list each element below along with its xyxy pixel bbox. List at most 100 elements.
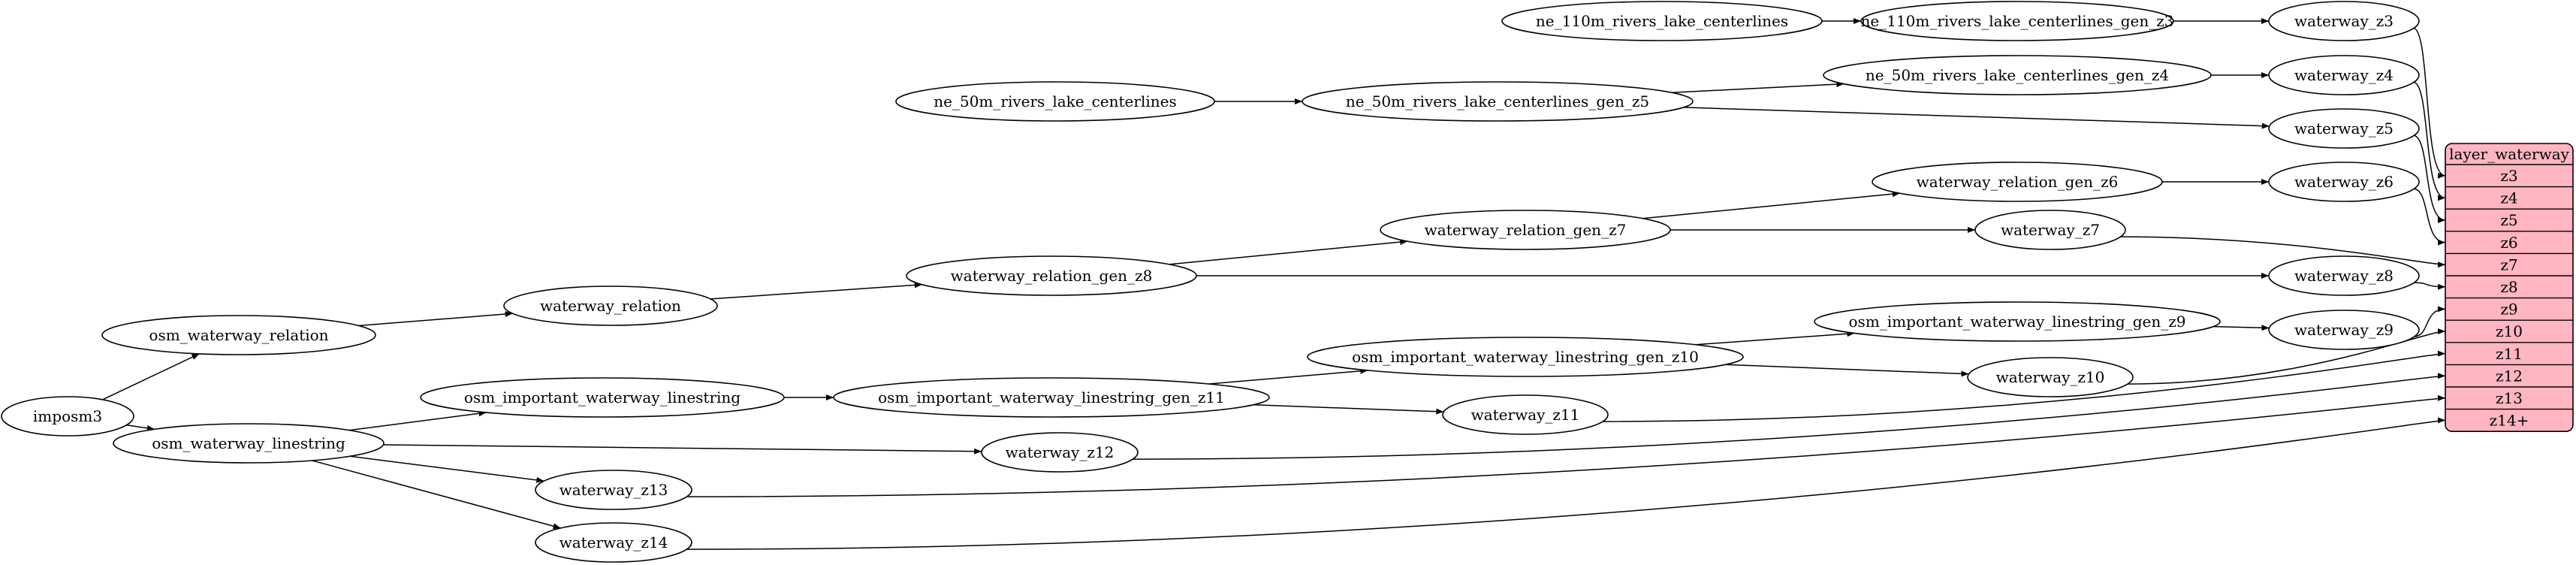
- node-label: waterway_z7: [2001, 221, 2100, 239]
- node-label: waterway_z10: [1996, 368, 2105, 386]
- edge-wz4-to-layer-waterway-z4: [2412, 81, 2446, 201]
- edge-ne50g5-to-ne50g4: [1671, 81, 1845, 94]
- edge-wz10-to-layer-waterway-z10: [2126, 328, 2446, 385]
- edge-wz13-to-layer-waterway-z13: [685, 394, 2446, 497]
- edge-owl-to-wz14: [312, 460, 561, 530]
- edge-oiwlg11-to-oiwlg10: [1208, 367, 1368, 385]
- node-label: waterway_z11: [1471, 406, 1580, 424]
- node-waterway-relation: waterway_relation: [503, 286, 718, 326]
- nodes: ne_110m_rivers_lake_centerlines ne_110m_r…: [1, 1, 2420, 563]
- node-ellipse: [833, 377, 1270, 418]
- node-ellipse: [2268, 255, 2420, 296]
- table-row-z8: z8: [2500, 278, 2517, 296]
- table-row-z14-: z14+: [2490, 412, 2529, 430]
- node-label: osm_important_waterway_linestring_gen_z1…: [878, 388, 1225, 406]
- node-label: waterway_z8: [2294, 267, 2394, 285]
- table-background: [2445, 143, 2574, 433]
- node-osm-waterway-linestring: osm_waterway_linestring: [113, 423, 385, 464]
- node-ne-50m-rivers-lake-centerlines-gen-z5: ne_50m_rivers_lake_centerlines_gen_z5: [1302, 81, 1694, 122]
- node-ellipse: [101, 315, 376, 355]
- table-row-z7: z7: [2500, 255, 2517, 273]
- layer-waterway-table: layer_waterwayz3z4z5z6z7z8z9z10z11z12z13…: [2445, 143, 2574, 433]
- node-waterway-z3: waterway_z3: [2268, 1, 2420, 41]
- node-label: ne_50m_rivers_lake_centerlines_gen_z5: [1346, 92, 1649, 110]
- node-label: osm_waterway_relation: [149, 326, 328, 344]
- node-label: osm_waterway_linestring: [152, 434, 345, 452]
- node-label: waterway_z6: [2294, 173, 2394, 191]
- node-ellipse: [2268, 1, 2420, 41]
- edge-wrg8-to-wrg7: [1169, 239, 1408, 265]
- edge-wz8-to-layer-waterway-z8: [2412, 282, 2446, 290]
- table-row-z11: z11: [2496, 345, 2523, 363]
- edge-wz5-to-layer-waterway-z5: [2412, 134, 2446, 223]
- edge-imposm3-to-owr: [102, 353, 200, 400]
- node-label: waterway_z13: [560, 481, 668, 499]
- table-title: layer_waterway: [2449, 145, 2570, 163]
- node-ne-110m-rivers-lake-centerlines-gen-z3: ne_110m_rivers_lake_centerlines_gen_z3: [1860, 1, 2174, 41]
- node-ellipse: [1307, 337, 1744, 377]
- table-row-z3: z3: [2500, 167, 2517, 185]
- edge-owl-to-wz13: [349, 455, 544, 483]
- node-label: waterway_z9: [2294, 321, 2394, 339]
- node-ellipse: [2268, 108, 2420, 149]
- node-ellipse: [1974, 210, 2126, 250]
- node-ellipse: [1302, 81, 1694, 122]
- node-waterway-z6: waterway_z6: [2268, 162, 2420, 202]
- node-ellipse: [1872, 162, 2163, 202]
- node-waterway-z12: waterway_z12: [981, 432, 1139, 473]
- node-ne-110m-rivers-lake-centerlines: ne_110m_rivers_lake_centerlines: [1501, 1, 1823, 41]
- edge-wz14-to-layer-waterway-z14-: [685, 417, 2446, 550]
- layer-waterway-record: layer_waterwayz3z4z5z6z7z8z9z10z11z12z13…: [2445, 143, 2574, 433]
- edge-owr-to-wr: [358, 311, 513, 327]
- node-ellipse: [906, 255, 1197, 296]
- node-ellipse: [535, 470, 692, 510]
- node-ellipse: [1501, 1, 1823, 41]
- node-osm-important-waterway-linestring-gen-z11: osm_important_waterway_linestring_gen_z1…: [833, 377, 1270, 418]
- node-label: ne_110m_rivers_lake_centerlines_gen_z3: [1861, 12, 2174, 30]
- edge-wz3-to-layer-waterway-z3: [2412, 27, 2446, 179]
- node-ne-50m-rivers-lake-centerlines-gen-z4: ne_50m_rivers_lake_centerlines_gen_z4: [1823, 55, 2212, 95]
- node-label: ne_110m_rivers_lake_centerlines: [1536, 12, 1788, 30]
- node-ne-50m-rivers-lake-centerlines: ne_50m_rivers_lake_centerlines: [895, 81, 1215, 122]
- node-ellipse: [2268, 55, 2420, 95]
- node-ellipse: [2268, 310, 2420, 350]
- edge-wz9-to-layer-waterway-z9: [2412, 306, 2446, 337]
- edge-owl-to-oiwl: [348, 410, 487, 431]
- node-ellipse: [420, 377, 785, 418]
- node-waterway-z10: waterway_z10: [1967, 357, 2134, 397]
- node-waterway-z9: waterway_z9: [2268, 310, 2420, 350]
- node-waterway-z11: waterway_z11: [1442, 394, 1609, 435]
- node-label: waterway_z14: [560, 533, 668, 551]
- node-label: waterway_relation: [540, 297, 681, 315]
- node-ellipse: [113, 423, 385, 464]
- node-ellipse: [981, 432, 1139, 473]
- node-label: waterway_relation_gen_z7: [1425, 221, 1627, 239]
- node-label: osm_important_waterway_linestring_gen_z9: [1849, 313, 2186, 331]
- node-ellipse: [1814, 301, 2221, 342]
- node-osm-important-waterway-linestring-gen-z9: osm_important_waterway_linestring_gen_z9: [1814, 301, 2221, 342]
- node-label: osm_important_waterway_linestring: [464, 388, 741, 406]
- node-ellipse: [535, 522, 692, 563]
- edge-wz12-to-layer-waterway-z12: [1131, 373, 2446, 460]
- node-label: ne_50m_rivers_lake_centerlines_gen_z4: [1866, 66, 2169, 84]
- node-waterway-relation-gen-z7: waterway_relation_gen_z7: [1380, 210, 1671, 250]
- edge-oiwlg10-to-wz10: [1725, 364, 1969, 377]
- edge-owl-to-wz12: [383, 444, 982, 455]
- table-row-z5: z5: [2500, 211, 2517, 229]
- node-label: waterway_z3: [2294, 12, 2394, 30]
- node-waterway-z7: waterway_z7: [1974, 210, 2126, 250]
- node-ellipse: [1823, 55, 2212, 95]
- node-ellipse: [1, 396, 134, 437]
- table-row-z13: z13: [2496, 389, 2523, 407]
- node-osm-important-waterway-linestring-gen-z10: osm_important_waterway_linestring_gen_z1…: [1307, 337, 1744, 377]
- node-waterway-z8: waterway_z8: [2268, 255, 2420, 296]
- node-label: imposm3: [33, 407, 102, 425]
- node-ellipse: [1442, 394, 1609, 435]
- table-row-z10: z10: [2496, 322, 2523, 340]
- edge-wr-to-wrg8: [710, 282, 922, 300]
- edge-wz7-to-layer-waterway-z7: [2119, 236, 2446, 268]
- node-ellipse: [2268, 162, 2420, 202]
- node-waterway-z5: waterway_z5: [2268, 108, 2420, 149]
- edge-oiwlg9-to-wz9: [2213, 325, 2270, 331]
